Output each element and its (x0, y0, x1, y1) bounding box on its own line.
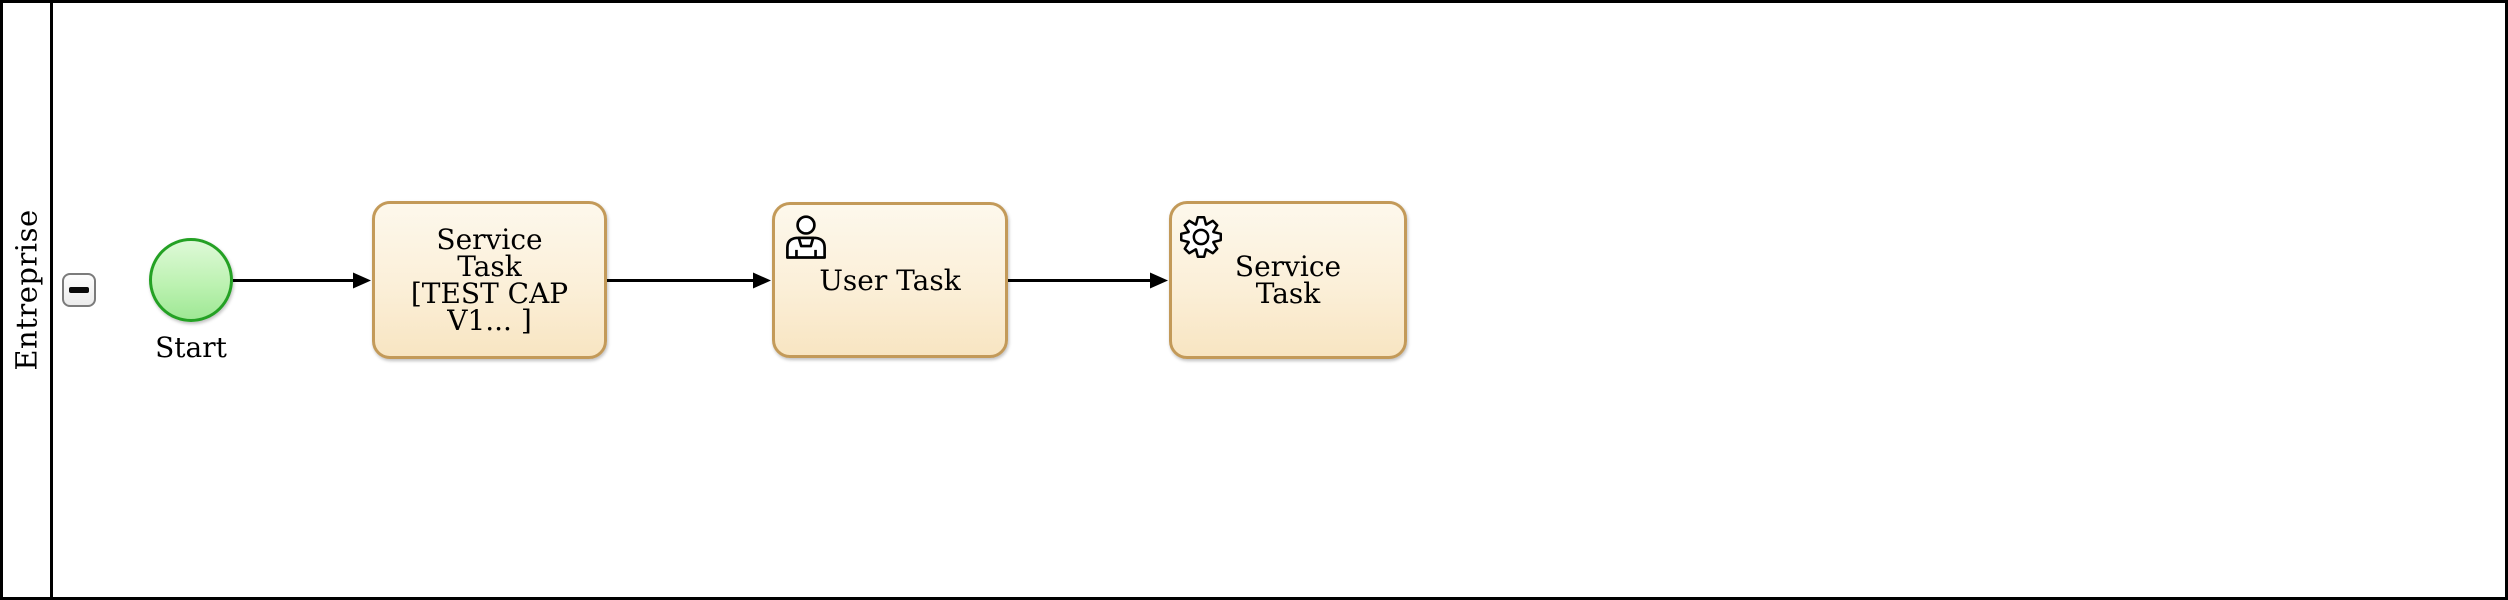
task-label-line: Service (1234, 250, 1342, 283)
user-icon (786, 215, 826, 259)
task-service-2[interactable]: Service Task (1169, 201, 1407, 359)
task-user[interactable]: User Task (772, 202, 1008, 358)
task-label-line: Service (436, 223, 543, 256)
task-service-1[interactable]: Service Task [TEST CAP V1... ] (372, 201, 607, 359)
lane-header-entreprise[interactable]: Entreprise (3, 3, 50, 597)
minus-icon (69, 287, 89, 293)
lane-divider (50, 3, 53, 597)
start-event-label: Start (155, 331, 227, 364)
task-label-line: User Task (819, 263, 961, 297)
task-label-line: Task (1255, 277, 1321, 310)
task-label-line: Task (457, 250, 522, 283)
task-label-line: V1... ] (447, 304, 532, 337)
task-label-line: [TEST CAP (410, 277, 569, 310)
gear-icon (1180, 216, 1222, 258)
lane-collapse-button[interactable] (62, 273, 96, 307)
start-event-circle[interactable] (149, 238, 233, 322)
lane-label: Entreprise (9, 209, 44, 371)
